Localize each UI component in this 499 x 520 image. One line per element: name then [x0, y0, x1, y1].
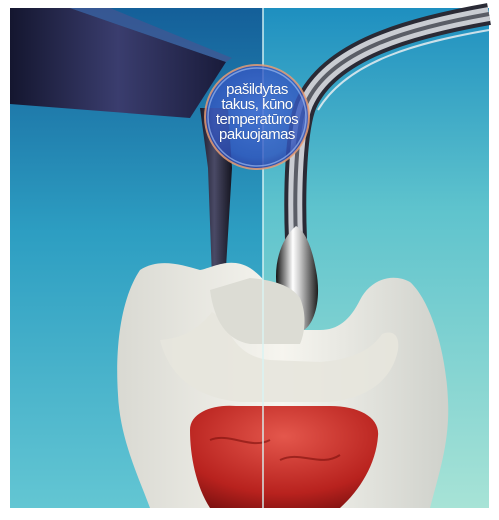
callout-caption: pašildytas takus, kūno temperatūros paku…: [205, 82, 309, 142]
caption-line-3: temperatūros: [205, 112, 309, 127]
caption-line-2: takus, kūno: [205, 97, 309, 112]
caption-line-1: pašildytas: [205, 82, 309, 97]
caption-line-4: pakuojamas: [205, 127, 309, 142]
tooth-cross-section-icon: [117, 263, 448, 508]
